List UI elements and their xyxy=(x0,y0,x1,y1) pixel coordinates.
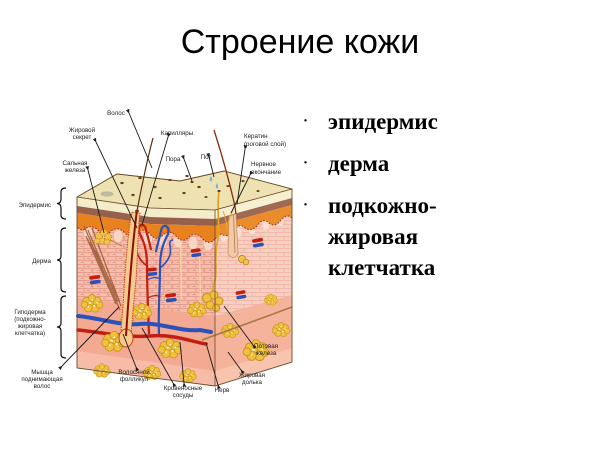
front-face-layers xyxy=(76,197,216,386)
label-sweat: Пот xyxy=(201,154,212,161)
label-dermis: Дерма xyxy=(32,258,51,265)
hypodermis-bottom-band-right xyxy=(215,348,292,386)
epidermis-brace xyxy=(56,187,67,220)
bullet-item: · дерма xyxy=(303,148,533,179)
label-sebum-1: Жировой xyxy=(69,127,96,134)
epidermis-layer-right xyxy=(215,205,292,239)
diagram-labels: Волос Жировой секрет Сальная железа Капи… xyxy=(14,110,286,399)
subcutaneous-vessels xyxy=(76,314,213,346)
pore-dot xyxy=(190,181,194,183)
leader-sweat-gland xyxy=(223,305,257,350)
label-hair: Волос xyxy=(107,110,125,117)
label-hypodermis-3: жировая xyxy=(18,323,43,330)
skin-block xyxy=(75,129,294,387)
leader-nerve xyxy=(205,342,221,390)
label-keratin-1: Кератин xyxy=(244,133,268,140)
label-pore: Пора xyxy=(166,156,181,163)
sweat-pore-dot xyxy=(217,190,221,192)
leader-vessels-1 xyxy=(141,327,177,388)
leader-follicle xyxy=(122,333,140,372)
leader-sebum xyxy=(92,137,138,229)
label-nerve: Нерв xyxy=(215,387,230,394)
leader-pore xyxy=(181,154,193,182)
block-outline xyxy=(76,170,293,387)
bullet-marker: · xyxy=(303,113,309,129)
hypodermis-brace xyxy=(56,295,67,359)
leader-capillaries xyxy=(141,132,171,226)
leader-keratin xyxy=(236,145,248,205)
bullet-marker: · xyxy=(303,155,309,171)
leader-muscle xyxy=(58,306,120,370)
layer-braces xyxy=(56,187,67,359)
label-vessels-2: сосуды xyxy=(173,392,194,399)
label-keratin-2: (роговой слой) xyxy=(244,141,286,148)
hair-follicle xyxy=(118,209,141,348)
slide-title: Строение кожи xyxy=(180,23,420,61)
nerve-fiber xyxy=(201,306,293,341)
label-sebaceous-2: железа xyxy=(65,167,86,174)
basal-dotted-line-front xyxy=(76,226,216,243)
label-sweat-gland-2: железа xyxy=(256,350,277,357)
label-hypodermis-1: Гиподерма xyxy=(14,309,46,316)
label-epidermis: Эпидермис xyxy=(18,202,51,209)
label-follicle-1: Волосяной xyxy=(118,369,150,376)
label-muscle-2: поднимающая xyxy=(21,376,62,383)
leader-sweat xyxy=(206,152,215,178)
label-vessels-1: Кровеносные xyxy=(164,385,203,392)
leader-lines xyxy=(58,108,257,390)
label-nerve-ending-2: окончание xyxy=(251,169,282,176)
label-fat-2: долька xyxy=(242,379,263,386)
right-follicle xyxy=(227,213,250,266)
bullet-marker: · xyxy=(303,197,309,213)
bullet-list: · эпидермис · дерма · подкожно-жировая к… xyxy=(303,106,533,294)
vessel-cross-sections xyxy=(89,237,264,303)
label-muscle-3: волос xyxy=(34,383,51,390)
dermis-brace xyxy=(56,227,67,293)
label-follicle-2: фолликул xyxy=(120,376,149,383)
label-sweat-gland-1: Потовая xyxy=(254,343,278,350)
surface-smudge xyxy=(100,191,114,197)
sweat-gland-coil xyxy=(202,290,224,312)
label-hypodermis-2: (подкожно- xyxy=(14,316,46,323)
vein xyxy=(154,224,170,336)
leader-nerve-ending xyxy=(230,170,254,214)
bullet-label-dermis: дерма xyxy=(328,151,390,176)
label-capillaries: Капилляры xyxy=(161,130,194,137)
brown-band-front xyxy=(77,206,215,226)
hair-root xyxy=(125,209,138,337)
bullet-item: · подкожно-жировая клетчатка xyxy=(303,190,533,283)
bullet-label-epidermis: эпидермис xyxy=(328,109,438,134)
label-muscle-1: Мышца xyxy=(31,369,53,376)
label-fat-1: Жировая xyxy=(239,372,265,379)
sweat-droplets xyxy=(209,176,219,189)
nerve-ending-shape xyxy=(222,209,234,232)
bullet-item: · эпидермис xyxy=(303,106,533,137)
leader-sebaceous xyxy=(85,165,105,234)
bullet-label-hypodermis: подкожно-жировая клетчатка xyxy=(328,193,437,280)
leader-hair xyxy=(125,108,153,169)
sebaceous-gland-shape xyxy=(93,229,123,247)
label-nerve-ending-1: Нервное xyxy=(251,161,276,168)
leader-fat-lobule xyxy=(227,351,245,375)
label-hypodermis-4: клетчатка) xyxy=(15,330,45,337)
label-sebum-2: секрет xyxy=(73,134,92,141)
leader-vessels-2 xyxy=(179,341,187,387)
label-sebaceous-1: Сальная xyxy=(62,160,87,167)
stratum-corneum-right xyxy=(215,189,292,219)
hair-shaft xyxy=(136,137,154,212)
